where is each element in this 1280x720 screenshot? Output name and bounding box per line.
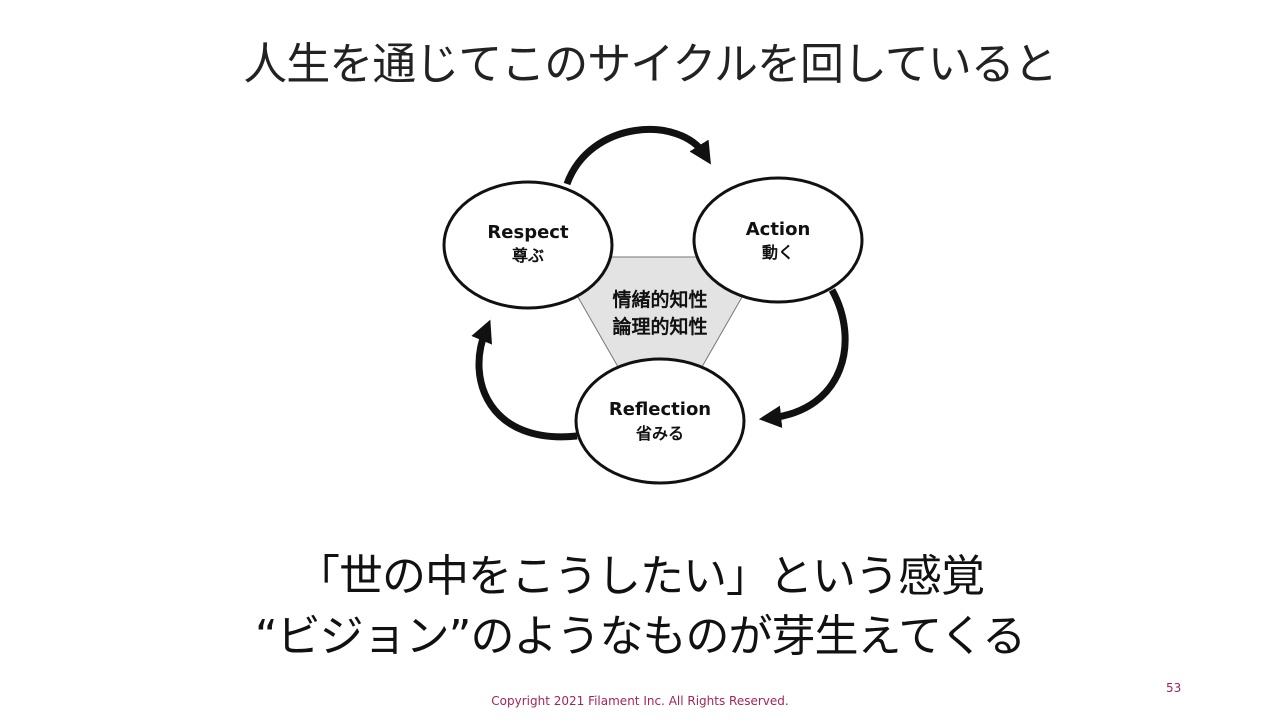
action-label: Action [746, 219, 811, 240]
node-respect [442, 180, 614, 310]
message-line-2: “ビジョン”のようなものが芽生えてくる [254, 611, 1026, 662]
reflection-ja-label: 省みる [635, 424, 684, 443]
center-triangle [554, 256, 766, 442]
action-ja-label: 動く [762, 243, 794, 262]
respect-ja-label: 尊ぶ [512, 246, 544, 265]
node-reflection [574, 357, 746, 485]
center-label-2: 論理的知性 [612, 315, 707, 338]
center-label-1: 情緒的知性 [612, 288, 707, 311]
reflection-label: Reflection [609, 399, 711, 420]
node-action [692, 176, 864, 304]
respect-label: Respect [487, 222, 569, 243]
slide-title: 人生を通じてこのサイクルを回していると [243, 39, 1057, 90]
page-number: 53 [1166, 681, 1182, 695]
arrow-action-to-reflection [758, 288, 849, 428]
arrow-respect-to-action [563, 125, 711, 186]
arrow-reflection-to-respect [471, 319, 578, 441]
message-line-1: 「世の中をこうしたい」という感覚 [296, 551, 985, 602]
copyright: Copyright 2021 Filament Inc. All Rights … [491, 694, 789, 708]
